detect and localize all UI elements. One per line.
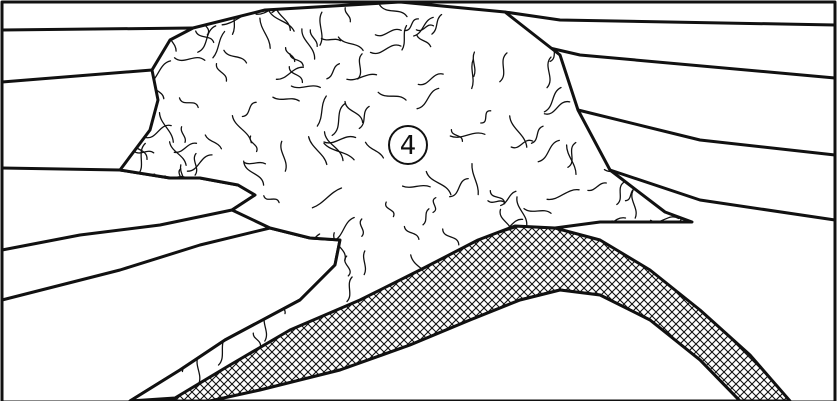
fold-squiggle <box>171 193 183 201</box>
fold-squiggle <box>672 223 681 235</box>
fold-squiggle <box>300 248 326 259</box>
fold-squiggle <box>130 297 155 306</box>
fold-squiggle <box>127 204 140 235</box>
fold-squiggle <box>654 71 664 94</box>
fold-squiggle <box>132 355 159 363</box>
fold-squiggle <box>695 265 711 289</box>
fold-squiggle <box>172 9 193 15</box>
fold-squiggle <box>277 237 296 241</box>
fold-squiggle <box>193 306 209 318</box>
fold-squiggle <box>671 106 692 125</box>
fold-squiggle <box>166 214 185 244</box>
fold-squiggle <box>238 250 253 264</box>
fold-squiggle <box>108 130 121 160</box>
right-stratum-top <box>505 12 835 25</box>
fold-squiggle <box>127 105 153 109</box>
fold-squiggle <box>663 86 664 102</box>
fold-squiggle <box>194 316 218 333</box>
fold-squiggle <box>218 280 220 309</box>
fold-squiggle <box>651 133 674 143</box>
fold-squiggle <box>693 189 727 194</box>
fold-squiggle <box>178 302 198 313</box>
fold-squiggle <box>688 7 711 23</box>
fold-squiggle <box>529 10 532 27</box>
fold-squiggle <box>230 213 236 226</box>
fold-squiggle <box>656 165 672 183</box>
fold-squiggle <box>242 285 258 311</box>
fold-squiggle <box>243 296 251 313</box>
fold-squiggle <box>168 272 198 291</box>
callout-marker: 4 <box>389 126 427 164</box>
fold-squiggle <box>627 69 660 73</box>
fold-squiggle <box>160 189 175 212</box>
fold-squiggle <box>685 251 690 270</box>
fold-squiggle <box>152 322 169 344</box>
fold-squiggle <box>676 199 693 213</box>
fold-squiggle <box>699 11 718 14</box>
fold-squiggle <box>117 56 129 78</box>
fold-squiggle <box>256 270 270 292</box>
fold-squiggle <box>691 110 720 121</box>
fold-squiggle <box>148 24 173 39</box>
fold-squiggle <box>639 230 654 239</box>
fold-squiggle <box>579 85 609 105</box>
fold-squiggle <box>253 230 279 253</box>
fold-squiggle <box>213 271 222 301</box>
fold-squiggle <box>220 288 251 291</box>
fold-squiggle <box>122 333 133 362</box>
fold-squiggle <box>104 135 124 147</box>
fold-squiggle <box>219 313 233 319</box>
fold-squiggle <box>112 201 136 210</box>
fold-squiggle <box>244 274 259 291</box>
fold-squiggle <box>500 8 518 10</box>
fold-squiggle <box>695 166 714 185</box>
fold-squiggle <box>156 329 159 364</box>
fold-squiggle <box>194 281 203 293</box>
right-stratum-middle <box>578 110 835 155</box>
fold-squiggle <box>679 89 692 98</box>
fold-squiggle <box>681 117 688 151</box>
callout-label: 4 <box>400 131 417 161</box>
fold-squiggle <box>634 141 636 160</box>
fold-squiggle <box>200 257 210 284</box>
fold-squiggle <box>132 189 148 218</box>
fold-squiggle <box>658 40 668 53</box>
fold-squiggle <box>299 251 326 265</box>
fold-squiggle <box>209 206 230 209</box>
